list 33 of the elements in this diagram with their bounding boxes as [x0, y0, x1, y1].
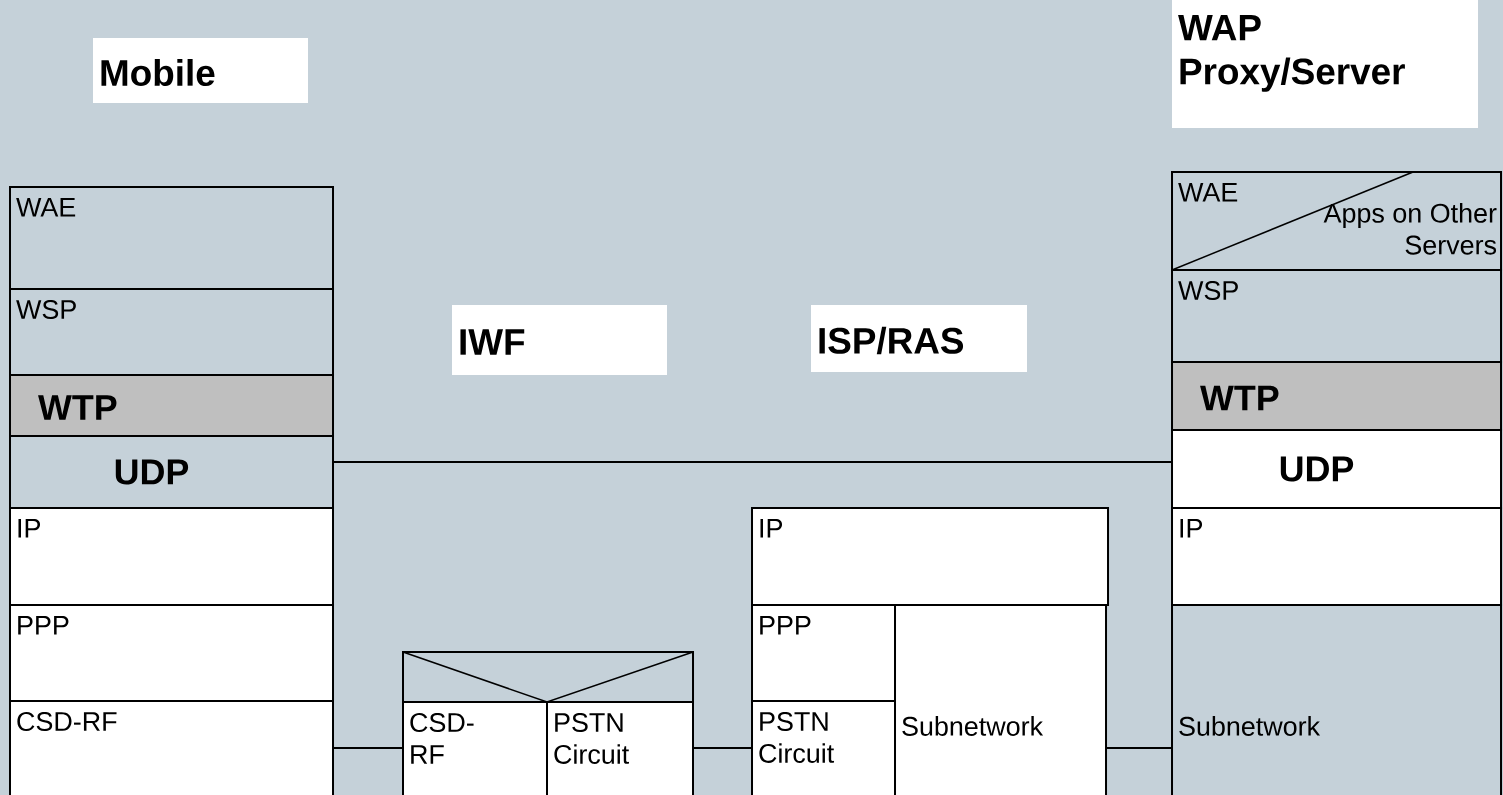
node-label: CSD-RF	[410, 713, 474, 764]
node-label: UDP	[1280, 456, 1354, 482]
layer-box: PSTN Circuit	[546, 701, 694, 795]
empty-layer-box	[402, 651, 694, 703]
title-label: Mobile	[93, 38, 308, 103]
layer-box: IP	[1171, 507, 1502, 606]
layer-box: UDP	[1171, 429, 1502, 509]
node-label: PSTN Circuit	[759, 712, 835, 763]
connector-line	[692, 747, 753, 749]
layer-box: PPP	[751, 604, 896, 702]
layer-box: WSP	[1171, 269, 1502, 363]
layer-box: Subnetwork	[1171, 604, 1502, 795]
node-label: CSD-RF	[17, 712, 117, 732]
title-label: WAP Proxy/Server	[1172, 0, 1478, 128]
layer-box: WAE	[9, 186, 334, 290]
layer-box: UDP	[9, 435, 334, 509]
connector-line	[1105, 747, 1173, 749]
node-label: IP	[1180, 519, 1203, 538]
layer-box: WTP	[9, 374, 334, 437]
layer-box: IP	[9, 507, 334, 606]
layer-box: WSP	[9, 288, 334, 376]
title-label: ISP/RAS	[811, 305, 1027, 372]
layer-box: CSD-RF	[402, 701, 548, 795]
connector-line	[332, 461, 1173, 463]
node-label: Subnetwork	[902, 716, 1044, 736]
layer-box: WTP	[1171, 361, 1502, 431]
node-label: PSTN Circuit	[554, 713, 630, 764]
layer-box: WAE Apps on Other Servers	[1171, 171, 1502, 271]
layer-box: CSD-RF	[9, 700, 334, 795]
connector-line	[332, 747, 404, 749]
title-label: IWF	[452, 305, 667, 375]
layer-box: PSTN Circuit	[751, 700, 896, 795]
layer-box: PPP	[9, 604, 334, 702]
